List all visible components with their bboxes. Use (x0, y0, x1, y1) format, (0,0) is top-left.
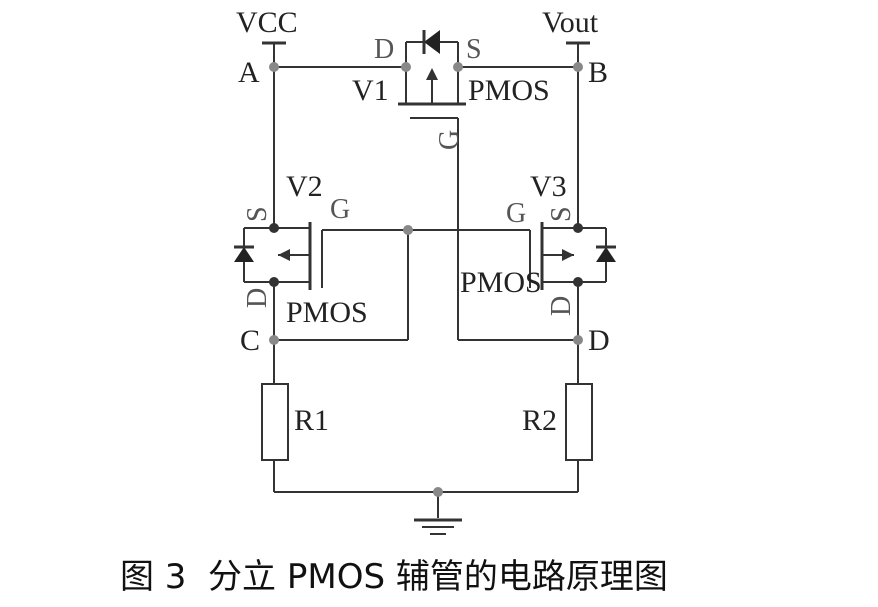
node-d-label: D (588, 324, 610, 357)
v3-gate-label: G (506, 198, 526, 229)
v2-source-label: S (242, 206, 273, 222)
vcc-label: VCC (236, 6, 298, 39)
r2-label: R2 (522, 404, 557, 437)
v2-drain-label: D (242, 288, 273, 308)
node-c-label: C (240, 324, 260, 357)
v1-source-label: S (466, 34, 482, 65)
ground-symbol (414, 518, 462, 535)
figure-caption: 图 3 分立 PMOS 辅管的电路原理图 (120, 557, 668, 597)
v3-label: V3 (530, 170, 567, 203)
v1-label: V1 (352, 74, 389, 107)
v1-drain-label: D (374, 34, 394, 65)
v3-source-label: S (546, 206, 577, 222)
v2-label: V2 (286, 170, 323, 203)
r1-label: R1 (294, 404, 329, 437)
r1-resistor (261, 383, 289, 461)
v1-type-label: PMOS (468, 74, 550, 107)
v2-type-label: PMOS (286, 296, 368, 329)
v3-type-label: PMOS (460, 266, 542, 299)
junction-nodes (269, 62, 583, 497)
v1-gate-label: G (434, 130, 465, 150)
v3-drain-label: D (546, 296, 577, 316)
v1-pmos-symbol (398, 30, 466, 119)
vout-label: Vout (542, 6, 599, 39)
wiring (273, 66, 579, 518)
node-b-label: B (588, 56, 608, 89)
v3-pmos-symbol (529, 222, 616, 290)
r2-resistor (565, 383, 593, 461)
v2-gate-label: G (330, 194, 350, 225)
node-a-label: A (238, 56, 260, 89)
